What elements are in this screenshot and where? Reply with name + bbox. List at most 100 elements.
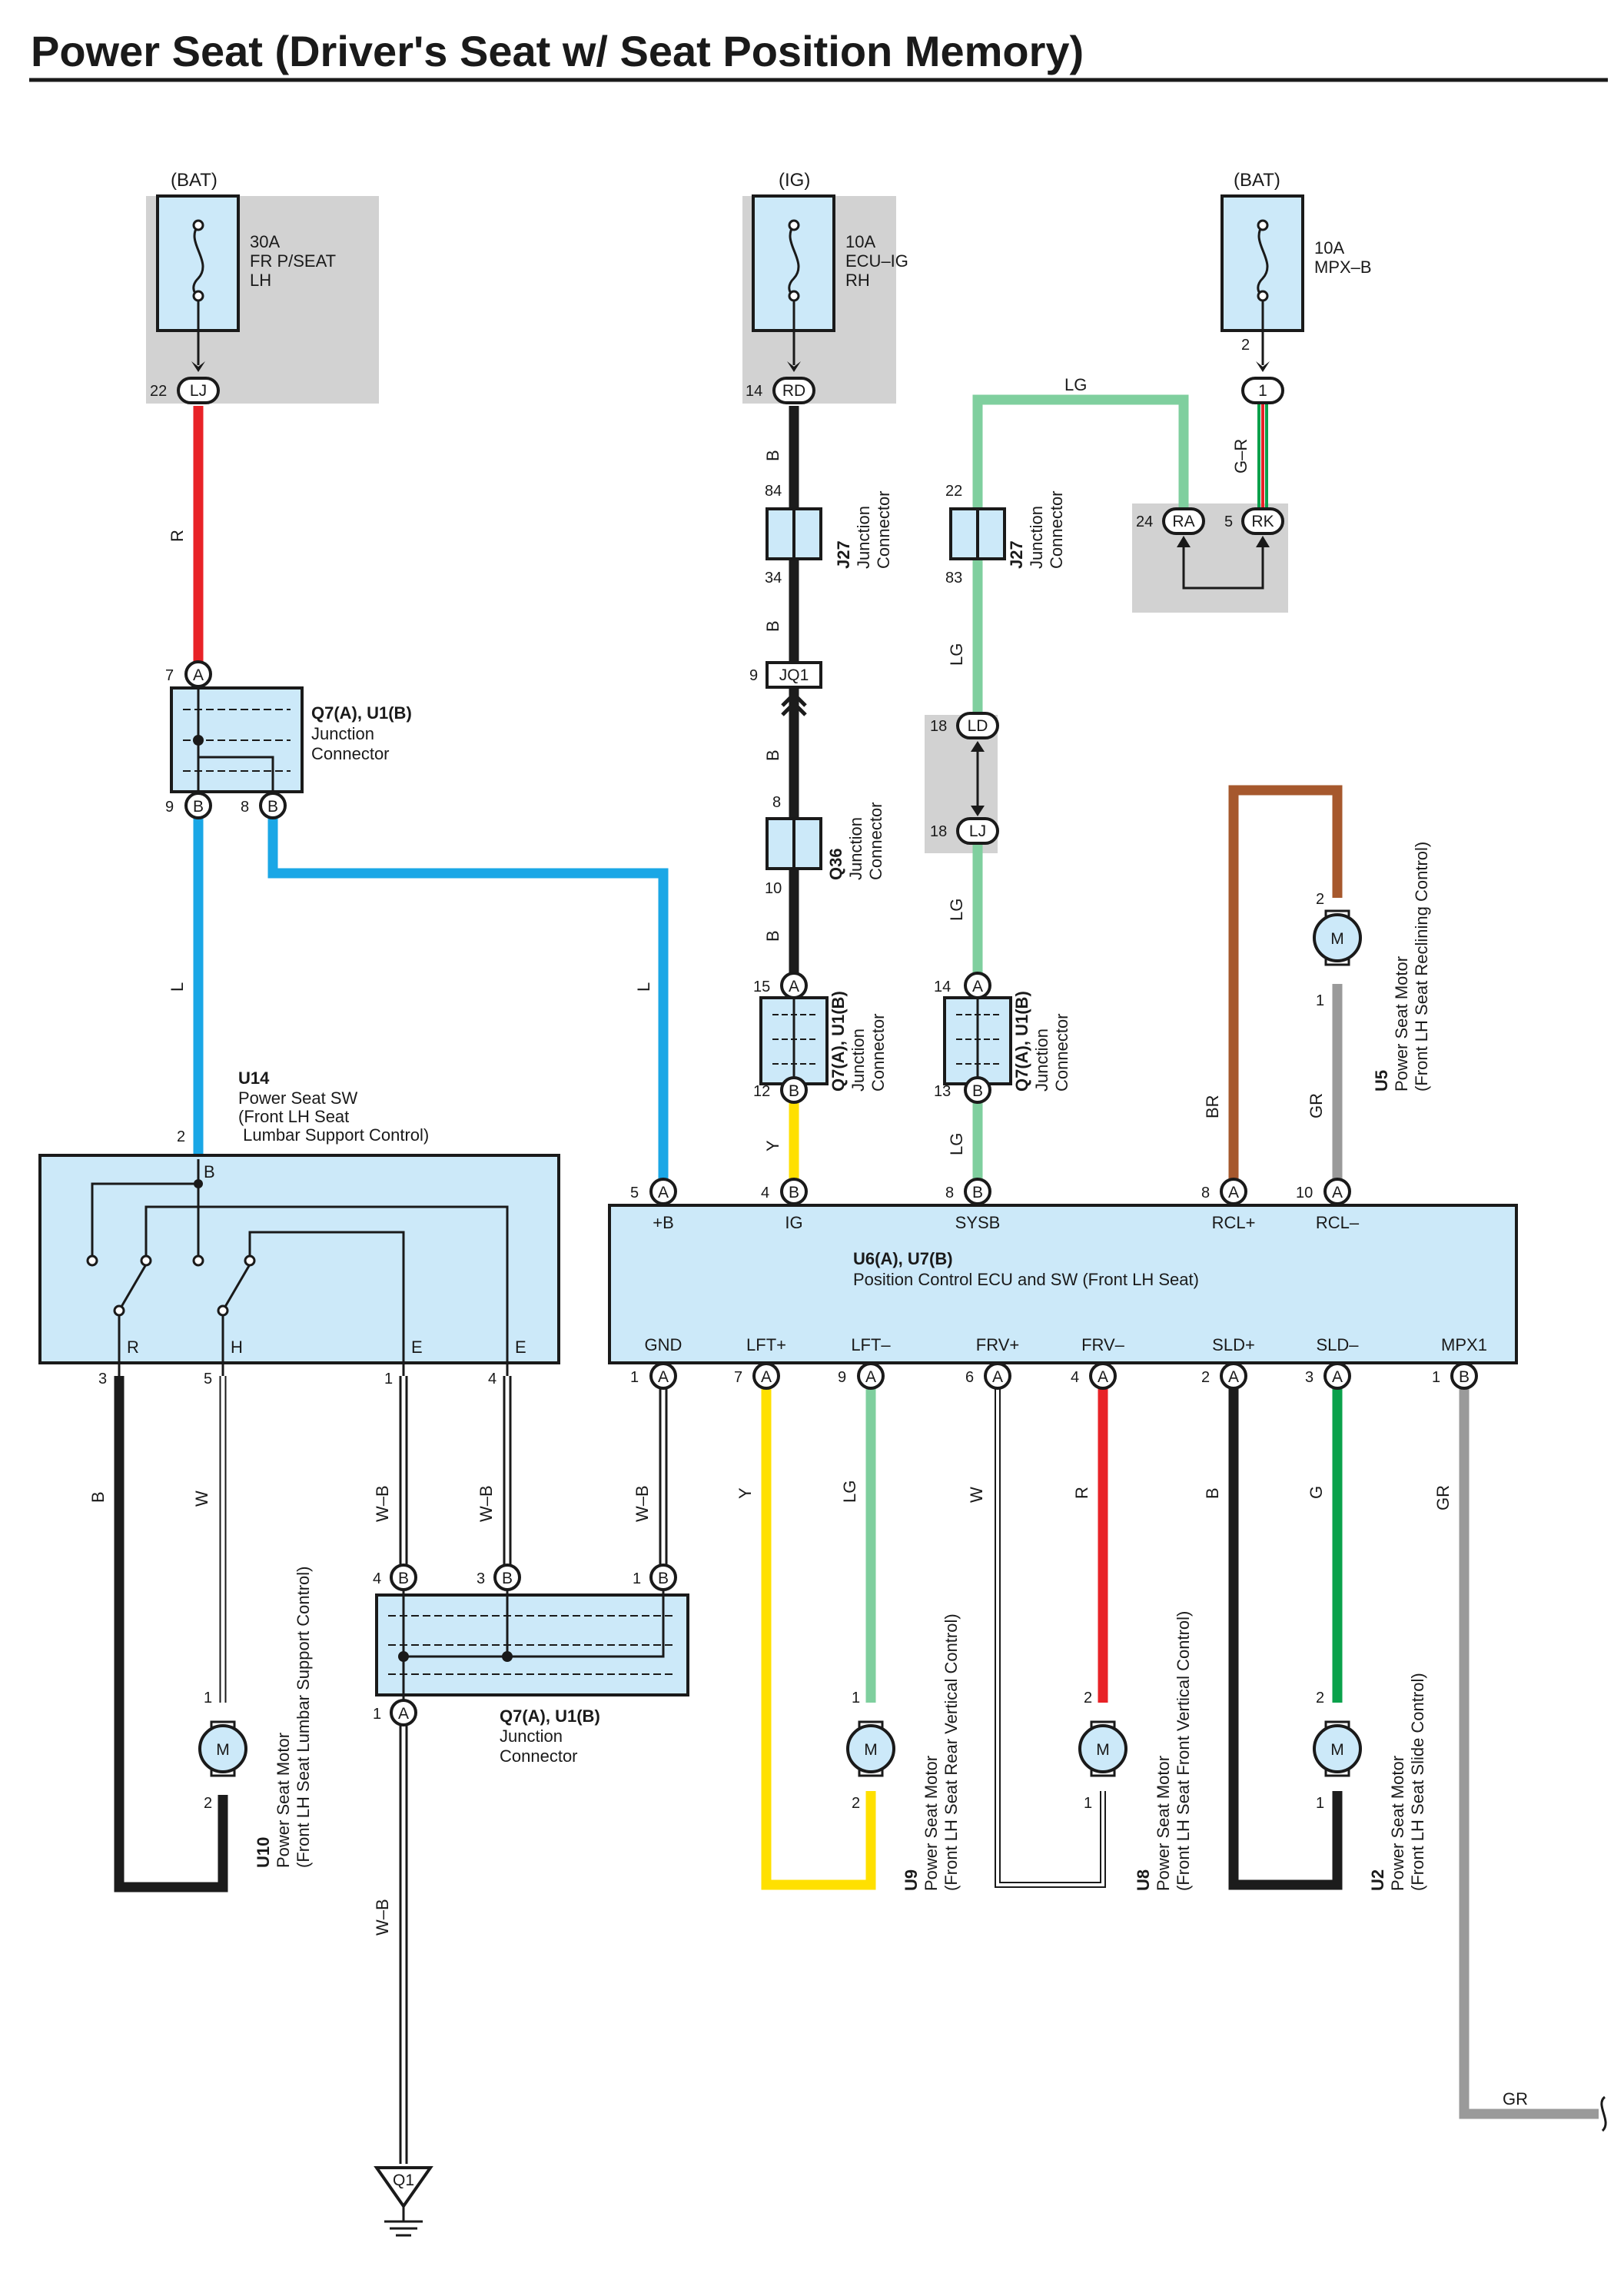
svg-text:RA: RA [1172,513,1194,530]
wire-label-b4: B [763,930,782,942]
pin-18-ld: 18 [930,718,947,735]
pin-marker: B [649,1564,677,1591]
pin-8-ecu: 8 [945,1185,954,1201]
motor-u10: M [198,1720,247,1777]
motor-icon: M [1330,1741,1344,1759]
ecu-term-mpx1: MPX1 [1441,1335,1487,1354]
u14-term-h: H [231,1338,243,1357]
svg-text:A: A [1228,1184,1239,1201]
u14-line-2: (Front LH Seat [238,1107,349,1126]
svg-text:Connector: Connector [868,1013,888,1092]
svg-text:B: B [972,1184,983,1201]
pin-8-q7: 8 [241,799,249,816]
junction-q7-top-left [170,680,304,799]
junction-q7-bottom [375,1587,689,1703]
svg-text:(Front LH Seat Rear Vertical C: (Front LH Seat Rear Vertical Control) [942,1613,961,1891]
pin-1-u10: 1 [204,1690,212,1706]
motor-u5: M [1313,909,1362,966]
wire-label-r: R [168,530,187,542]
svg-text:Connector: Connector [1047,490,1066,569]
wire-g-r [1257,400,1268,509]
connector-rk: RK [1241,507,1284,535]
wire-label-lg-top: LG [1064,375,1087,394]
svg-text:A: A [789,978,799,995]
u10-label: U10 Power Seat Motor (Front LH Seat Lumb… [254,1566,313,1868]
ecu-term-sysb: SYSB [955,1213,1001,1232]
motor-icon: M [1330,930,1344,948]
svg-text:A: A [761,1368,772,1386]
pin-4-frv: 4 [1071,1369,1079,1386]
wire-lg-top [972,394,1189,723]
u14-term-b: B [204,1162,215,1181]
svg-text:U10: U10 [254,1837,273,1868]
junction-j27-right [949,507,1006,560]
pin-marker: B [259,792,287,819]
pin-8-q36: 8 [772,794,781,811]
page-title: Power Seat (Driver's Seat w/ Seat Positi… [31,27,1084,75]
connector-jq1: JQ1 [766,661,822,689]
pin-10-q36: 10 [765,880,782,897]
pin-marker: B [493,1564,521,1591]
ground-q1: Q1 [374,2166,433,2237]
pin-3-u14: 3 [98,1371,107,1387]
pin-1-mpx: 1 [1432,1369,1440,1386]
wire-label-lg-1: LG [947,643,966,666]
u14-line-1: Power Seat SW [238,1088,358,1108]
svg-text:JQ1: JQ1 [779,666,809,684]
pin-5-ecu: 5 [630,1185,639,1201]
q7-bottom-code: Q7(A), U1(B) [500,1706,600,1726]
pin-4-u14: 4 [488,1371,496,1387]
pin-marker: A [1089,1362,1117,1390]
svg-text:B: B [789,1184,799,1201]
svg-text:LJ: LJ [969,822,986,840]
connector-1: 1 [1241,377,1284,404]
wire-label-b1: B [763,450,782,461]
svg-text:U5: U5 [1372,1070,1391,1092]
motor-icon: M [216,1741,230,1759]
pin-1-u2: 1 [1316,1795,1324,1812]
pin-marker: A [1220,1178,1247,1205]
ecu-term-frv-plus: FRV+ [976,1335,1019,1354]
wire-label-g-r: G–R [1231,439,1250,474]
wire-label-wb-4: W–B [373,1899,392,1936]
connector-ra: RA [1162,507,1205,535]
svg-text:(Front LH Seat Lumbar Support: (Front LH Seat Lumbar Support Control) [294,1566,313,1868]
svg-text:A: A [1098,1368,1108,1386]
pin-marker: A [984,1362,1011,1390]
fuse1-name: FR P/SEAT [250,251,336,271]
svg-text:Connector: Connector [1052,1013,1071,1092]
fuse3-rating: 10A [1314,238,1344,258]
junction-q36 [766,817,822,870]
svg-text:A: A [658,1184,669,1201]
svg-text:A: A [1332,1368,1343,1386]
pin-marker: B [780,1178,808,1205]
pin-4-q7b: 4 [373,1570,381,1587]
wire-label-b-sld: B [1203,1487,1222,1499]
svg-text:1: 1 [1258,382,1267,400]
pin-marker: A [752,1362,780,1390]
wire-label-y-lft: Y [736,1487,755,1499]
pin-7-lft: 7 [734,1369,742,1386]
svg-text:Q7(A), U1(B): Q7(A), U1(B) [1012,991,1031,1092]
u14-code: U14 [238,1068,270,1088]
svg-text:A: A [1332,1184,1343,1201]
svg-text:LD: LD [968,717,988,735]
fuse2-rating: 10A [845,232,875,251]
svg-text:Junction: Junction [849,1029,868,1092]
svg-text:Power Seat Motor: Power Seat Motor [922,1756,941,1891]
pin-1-u5: 1 [1316,992,1324,1009]
svg-text:Junction: Junction [854,506,873,569]
svg-text:B: B [398,1570,409,1587]
pin-34: 34 [765,570,782,587]
wire-label-gr-mpx: GR [1433,1485,1453,1510]
ecu-term-rcl-plus: RCL+ [1212,1213,1256,1232]
pin-marker: B [390,1564,417,1591]
pin-1-u8: 1 [1084,1795,1092,1812]
wire-break-icon [1600,2095,1607,2132]
pin-14-q7: 14 [934,979,951,995]
fuse-30a [156,194,240,365]
svg-text:B: B [789,1082,799,1100]
svg-text:Q36: Q36 [826,848,845,880]
pin-84: 84 [765,483,782,500]
svg-text:RK: RK [1251,513,1274,530]
